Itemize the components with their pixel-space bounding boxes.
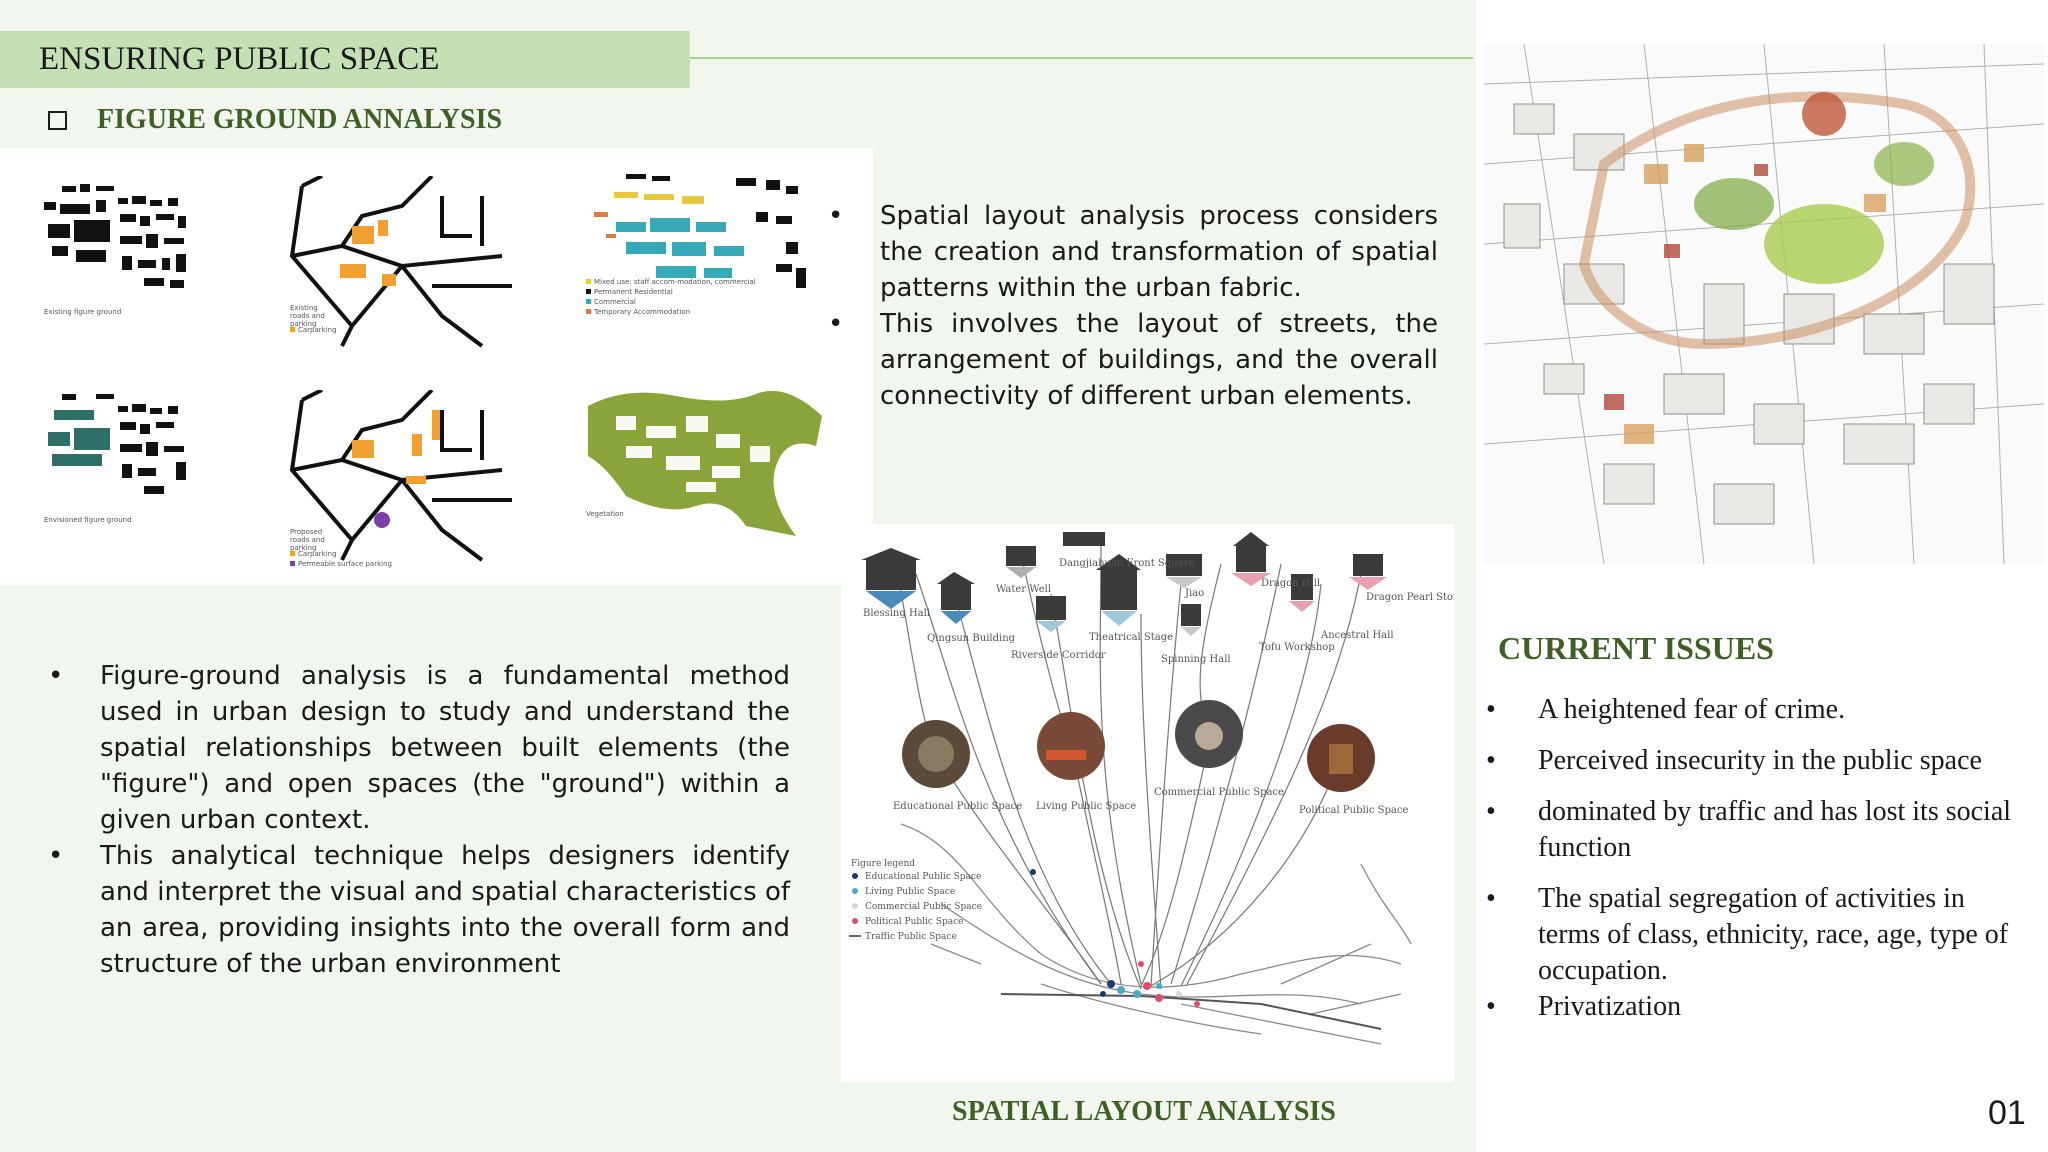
space-label: Educational Public Space (893, 801, 1022, 812)
current-issues-heading: CURRENT ISSUES (1498, 630, 1774, 666)
building-label: Theatrical Stage (1089, 632, 1173, 643)
land-use-map: Mixed use: staff accom-modation, commerc… (586, 172, 836, 332)
map-legend-item: Permanent Residential (586, 288, 673, 296)
building-label: Spinning Hall (1161, 654, 1231, 665)
figure-ground-bullet: •This analytical technique helps designe… (48, 841, 790, 979)
figure-ground-text: •Figure-ground analysis is a fundamental… (48, 658, 790, 982)
envisioned-figure-ground-svg (48, 394, 186, 494)
map-caption: Existing figure ground (44, 308, 122, 316)
page-number: 01 (1988, 1094, 2026, 1132)
existing-figure-ground-svg (44, 184, 186, 288)
figure-ground-maps-panel: Existing figure ground Existing roads an… (0, 148, 873, 585)
spatial-layout-diagram: Blessing Hall Water Well Dangjiahuan Fro… (841, 524, 1465, 1082)
vegetation-svg (588, 390, 822, 536)
building-label: Jiao (1184, 588, 1204, 599)
aerial-sketch (1483, 43, 2045, 565)
building-label: Ancestral Hall (1320, 630, 1394, 641)
spatial-layout-bullet: •Spatial layout analysis process conside… (828, 201, 1438, 303)
building-label: Dangjiahuan Front Square (1059, 558, 1194, 569)
figure-ground-heading: FIGURE GROUND ANNALYSIS (48, 104, 502, 136)
existing-figure-ground-map: Existing figure ground (40, 180, 250, 320)
figure-ground-bullet: •Figure-ground analysis is a fundamental… (48, 661, 790, 835)
map-caption: Envisioned figure ground (44, 516, 132, 524)
map-legend-item: Mixed use: staff accom-modation, commerc… (586, 278, 756, 286)
current-issue-item: •dominated by traffic and has lost its s… (1486, 796, 2012, 863)
map-legend-item: Carparking (290, 550, 337, 558)
space-label: Political Public Space (1299, 805, 1408, 816)
map-caption: Existing roads and parking (290, 304, 325, 328)
diagram-legend-item: Educational Public Space (865, 872, 981, 882)
map-legend-item: Commercial (586, 298, 636, 306)
space-label: Commercial Public Space (1154, 787, 1284, 798)
current-issue-item: •The spatial segregation of activities i… (1486, 883, 2009, 986)
building-label: Tofu Workshop (1259, 642, 1335, 653)
map-legend-item: Carparking (290, 326, 337, 334)
current-issue-item: •A heightened fear of crime. (1486, 694, 1846, 725)
building-label: Qingsun Building (927, 633, 1016, 644)
current-issues-list: •A heightened fear of crime. •Perceived … (1486, 692, 2026, 1040)
spatial-layout-caption: SPATIAL LAYOUT ANALYSIS (952, 1096, 1336, 1127)
map-legend-item: Temporary Accommodation (586, 308, 690, 316)
spatial-layout-svg: Blessing Hall Water Well Dangjiahuan Fro… (849, 532, 1465, 1045)
spatial-layout-text: •Spatial layout analysis process conside… (828, 198, 1438, 414)
building-label: Blessing Hall (863, 608, 930, 619)
land-use-svg (594, 174, 806, 288)
building-label: Dragon Pearl Stone (1366, 592, 1454, 603)
diagram-legend-item: Commercial Public Space (865, 902, 982, 912)
diagram-legend-item: Traffic Public Space (865, 932, 957, 942)
map-caption: Proposed roads and parking (290, 528, 325, 552)
page-title: ENSURING PUBLIC SPACE (0, 31, 690, 88)
diagram-legend-title: Figure legend (851, 859, 915, 869)
building-label: Water Well (996, 584, 1051, 595)
envisioned-figure-ground-map: Envisioned figure ground (40, 388, 250, 528)
diagram-legend-item: Political Public Space (865, 917, 963, 927)
current-issue-item: •Perceived insecurity in the public spac… (1486, 745, 1982, 776)
vegetation-map: Vegetation (586, 386, 826, 546)
existing-roads-svg (289, 174, 512, 348)
space-label: Living Public Space (1036, 801, 1136, 812)
map-legend-item: Permeable surface parking (290, 560, 392, 568)
spatial-layout-bullet: •This involves the layout of streets, th… (828, 309, 1438, 411)
existing-roads-map: Existing roads and parking Carparking (282, 174, 518, 356)
map-caption: Vegetation (586, 510, 624, 518)
figure-ground-heading-text: FIGURE GROUND ANNALYSIS (97, 104, 503, 135)
building-label: Dragon Hill (1261, 578, 1320, 589)
checkbox-bullet-icon (48, 110, 67, 130)
proposed-roads-svg (289, 388, 512, 562)
title-divider (690, 57, 1473, 59)
proposed-roads-map: Proposed roads and parking Carparking Pe… (282, 388, 518, 580)
diagram-legend-item: Living Public Space (865, 887, 955, 897)
building-label: Riverside Corridor (1011, 650, 1106, 661)
aerial-sketch-svg (1483, 43, 2045, 565)
current-issue-item: •Privatization (1486, 991, 1682, 1022)
